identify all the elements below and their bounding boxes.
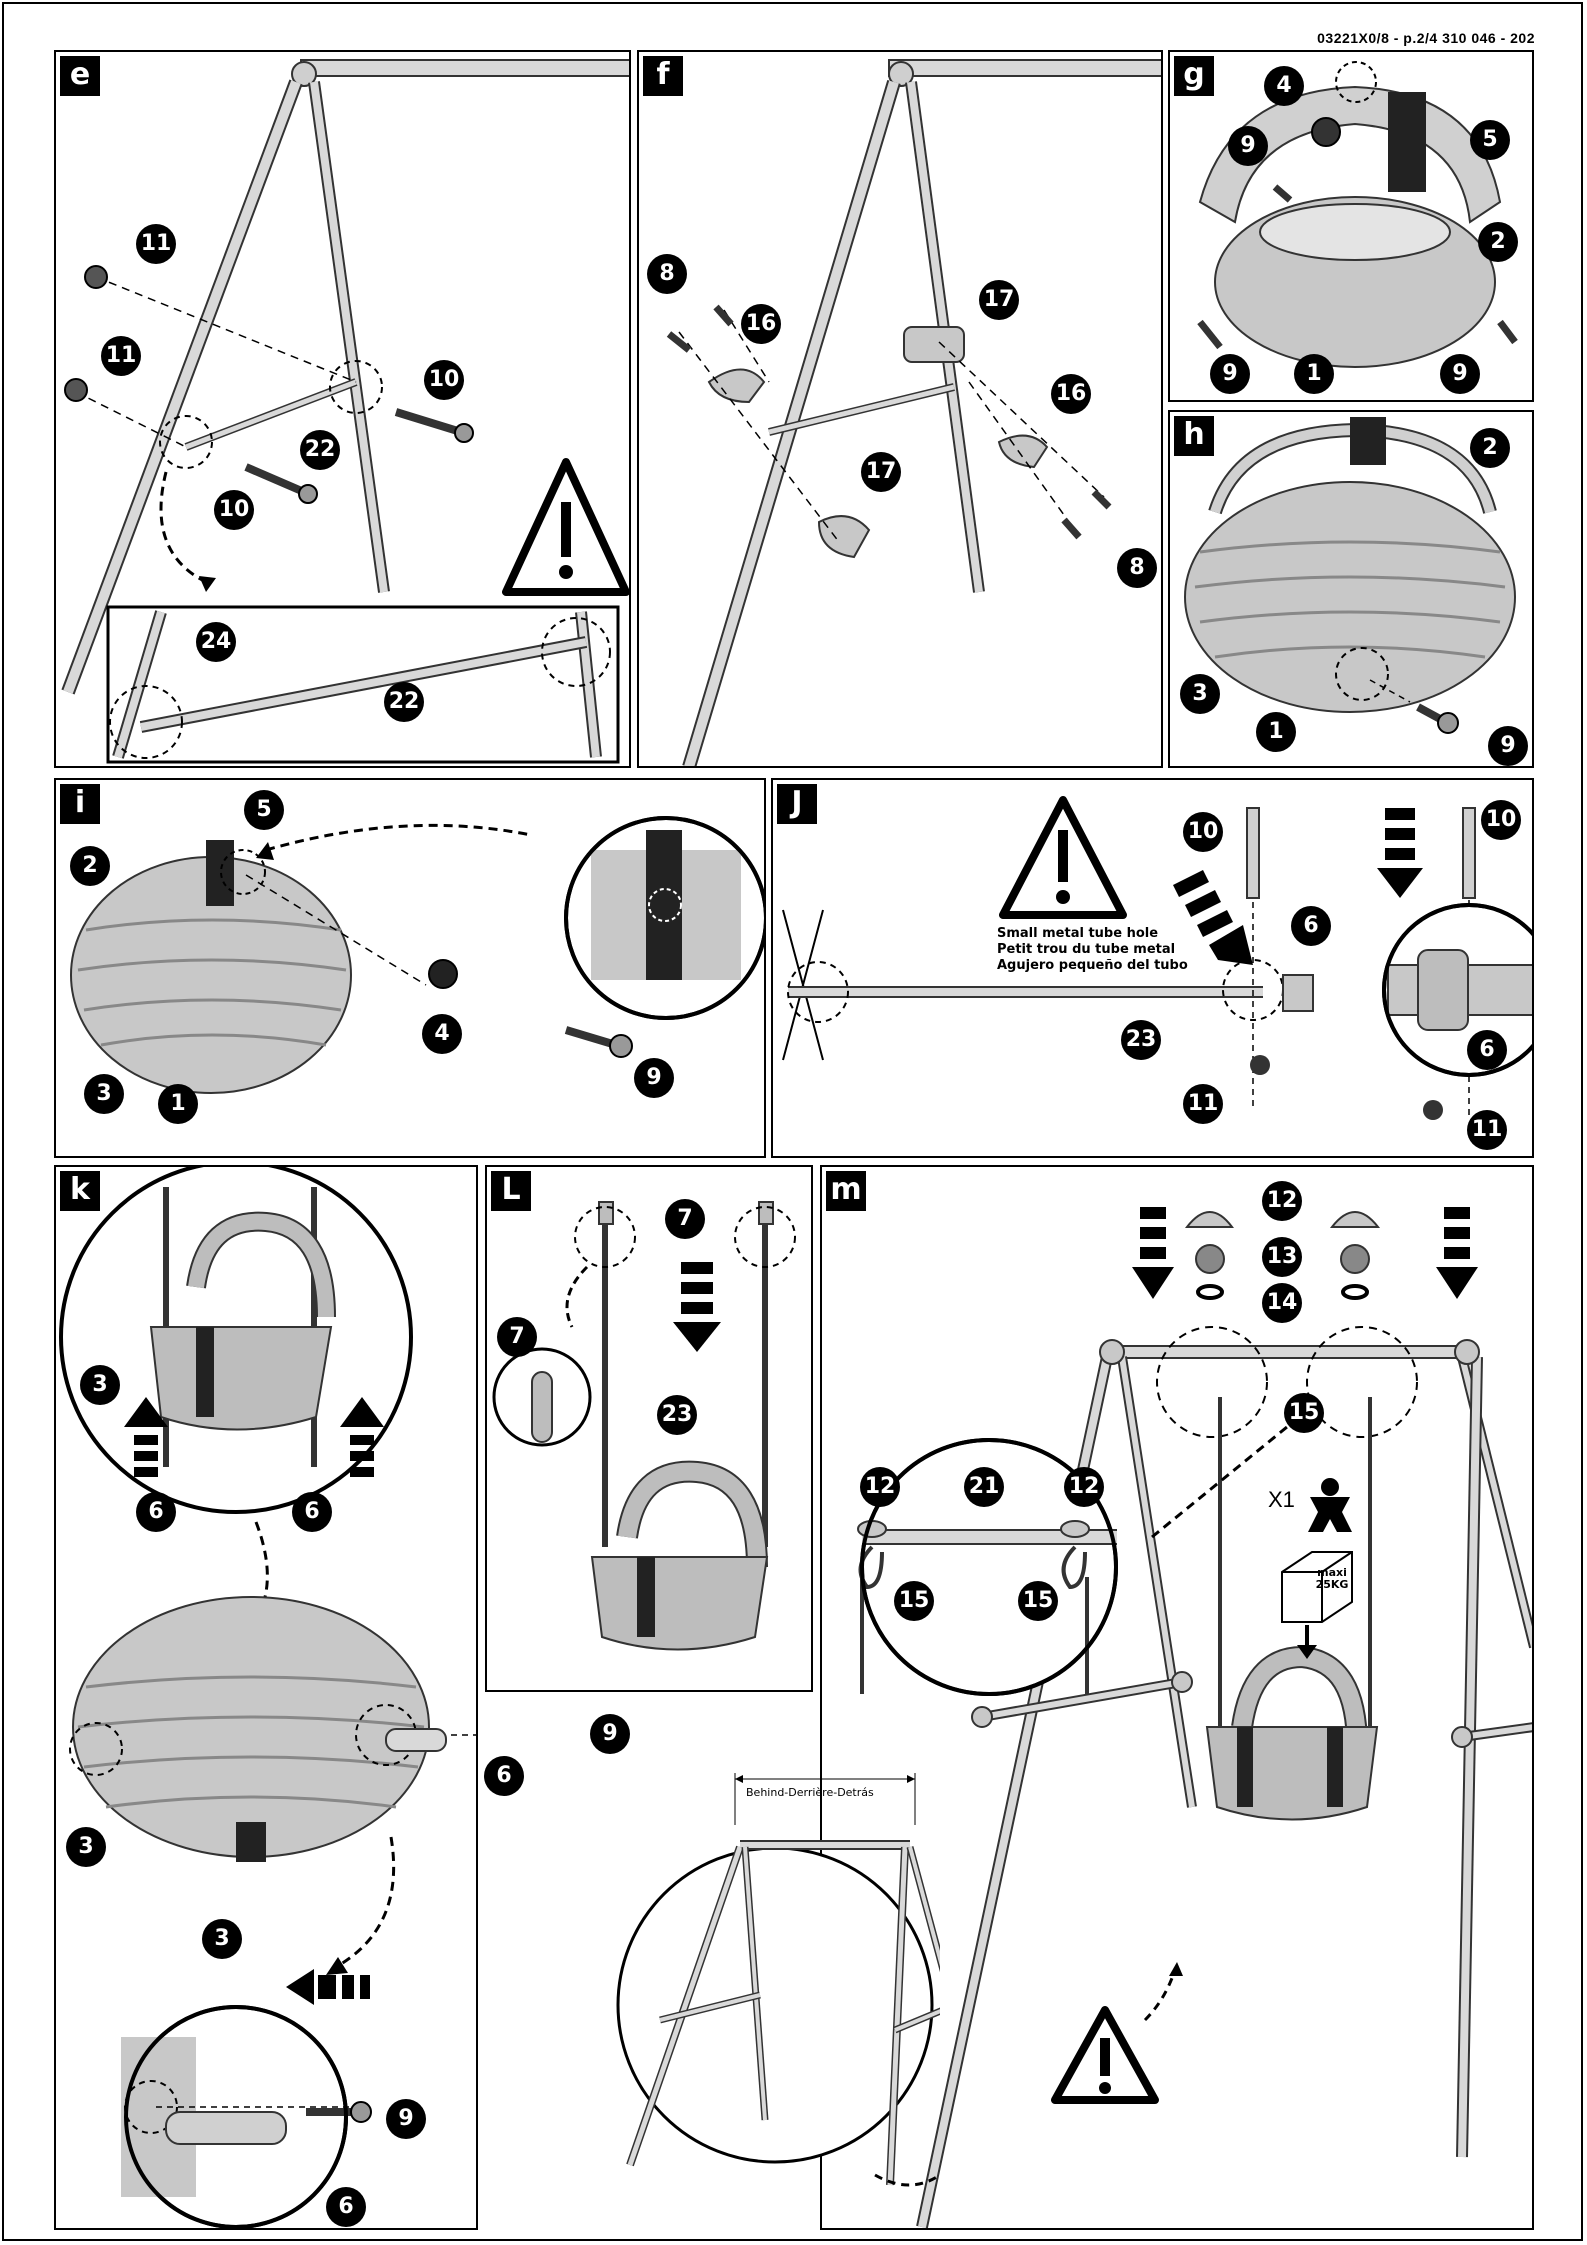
callout-part: 7: [665, 1199, 705, 1239]
callout-part: 3: [66, 1827, 106, 1867]
callout-part: 9: [590, 1714, 630, 1754]
callout-part: 3: [84, 1074, 124, 1114]
seat-back-illustration-g: [1170, 52, 1534, 402]
callout-part: 3: [80, 1365, 120, 1405]
step-label: k: [60, 1171, 100, 1211]
panel-j: J Small metal tube hole Petit trou du tu…: [771, 778, 1534, 1158]
panel-f: f 8 16 17 17 16 8: [637, 50, 1163, 768]
callout-part: 10: [424, 360, 464, 400]
panel-i: i 5 2 4 9 3 1: [54, 778, 766, 1158]
swing-frame-illustration-f: [639, 52, 1163, 768]
callout-part: 5: [1470, 120, 1510, 160]
panel-e: e 11 11 10 22 10 24 22: [54, 50, 631, 768]
warning-icon: [1045, 1960, 1185, 2110]
overall-view-illustration: [610, 1765, 940, 2205]
dimension-label: Behind-Derrière-Detrás: [746, 1786, 874, 1799]
callout-part: 6: [326, 2187, 366, 2227]
callout-part: 1: [1294, 354, 1334, 394]
callout-part: 9: [1228, 126, 1268, 166]
callout-part: 17: [861, 452, 901, 492]
step-label: g: [1174, 56, 1214, 96]
callout-part: 22: [384, 682, 424, 722]
callout-part: 9: [386, 2099, 426, 2139]
callout-part: 16: [1051, 374, 1091, 414]
callout-part: 2: [1478, 222, 1518, 262]
callout-part: 11: [101, 336, 141, 376]
callout-part: 23: [1121, 1020, 1161, 1060]
callout-part: 13: [1262, 1237, 1302, 1277]
page-reference: 03221X0/8 - p.2/4 310 046 - 202: [1317, 30, 1535, 46]
max-load-label: maxi 25KG: [1312, 1567, 1352, 1591]
panel-l: L 7 7 23: [485, 1165, 813, 1692]
seat-hanging-illustration-l: [487, 1167, 813, 1692]
callout-part: 9: [1488, 726, 1528, 766]
callout-part: 3: [202, 1919, 242, 1959]
callout-part: 1: [158, 1084, 198, 1124]
callout-part: 5: [244, 790, 284, 830]
callout-part: 15: [1284, 1393, 1324, 1433]
callout-part: 9: [1210, 354, 1250, 394]
seat-tube-illustration-k: [56, 1167, 478, 2230]
callout-part: 9: [634, 1058, 674, 1098]
step-label: f: [643, 56, 683, 96]
step-label: h: [1174, 416, 1214, 456]
callout-part: 8: [1117, 548, 1157, 588]
callout-part: 17: [979, 280, 1019, 320]
callout-part: 23: [657, 1395, 697, 1435]
callout-part: 14: [1262, 1283, 1302, 1323]
callout-part: 15: [1018, 1581, 1058, 1621]
callout-part: 9: [1440, 354, 1480, 394]
panel-h: h 2 3 1 9: [1168, 410, 1534, 768]
callout-part: 10: [1183, 812, 1223, 852]
warning-line-fr: Petit trou du tube metal: [997, 942, 1188, 958]
callout-part: 6: [484, 1756, 524, 1796]
step-label: e: [60, 56, 100, 96]
callout-part: 11: [1183, 1084, 1223, 1124]
callout-part: 24: [196, 622, 236, 662]
callout-part: 6: [292, 1492, 332, 1532]
callout-part: 22: [300, 430, 340, 470]
callout-part: 12: [1064, 1467, 1104, 1507]
callout-part: 3: [1180, 674, 1220, 714]
max-load-value: 25KG: [1312, 1579, 1352, 1591]
callout-part: 12: [860, 1467, 900, 1507]
panel-k: k 3 6 6 9 6 3 3 9 6: [54, 1165, 478, 2230]
callout-part: 2: [70, 846, 110, 886]
step-label: L: [491, 1171, 531, 1211]
tube-hole-warning: Small metal tube hole Petit trou du tube…: [997, 926, 1188, 974]
callout-part: 11: [1467, 1110, 1507, 1150]
callout-part: 4: [422, 1014, 462, 1054]
warning-line-en: Small metal tube hole: [997, 926, 1188, 942]
step-label: i: [60, 784, 100, 824]
warning-line-es: Agujero pequeño del tubo: [997, 958, 1188, 974]
callout-part: 21: [964, 1467, 1004, 1507]
step-label: m: [826, 1171, 866, 1211]
callout-part: 6: [1467, 1030, 1507, 1070]
callout-part: 8: [647, 254, 687, 294]
callout-part: 2: [1470, 428, 1510, 468]
callout-part: 7: [497, 1317, 537, 1357]
step-label: J: [777, 784, 817, 824]
callout-part: 15: [894, 1581, 934, 1621]
child-count: X1: [1268, 1487, 1295, 1513]
callout-part: 16: [741, 304, 781, 344]
callout-part: 6: [1291, 906, 1331, 946]
callout-part: 1: [1256, 712, 1296, 752]
callout-part: 10: [214, 490, 254, 530]
callout-part: 6: [136, 1492, 176, 1532]
callout-part: 10: [1481, 800, 1521, 840]
callout-part: 11: [136, 224, 176, 264]
callout-part: 4: [1264, 66, 1304, 106]
panel-g: g 4 5 9 2 9 1 9: [1168, 50, 1534, 402]
callout-part: 12: [1262, 1181, 1302, 1221]
swing-frame-illustration-e: [56, 52, 631, 768]
